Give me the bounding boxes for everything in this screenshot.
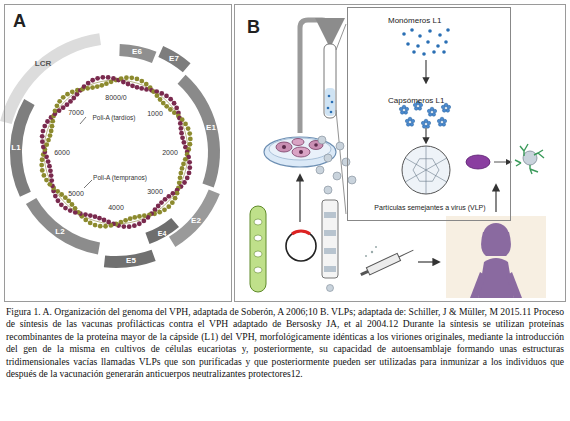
gene-band <box>104 250 156 268</box>
panel-letter: A <box>13 11 26 32</box>
gene-label: E2 <box>191 217 201 225</box>
gene-band <box>178 75 220 188</box>
position-number: 6000 <box>54 149 70 156</box>
stage-label: Monómeros L1 <box>388 16 441 25</box>
gene-label: E6 <box>132 48 142 56</box>
poly-a-label: Poli-A (tempranos) <box>93 175 147 182</box>
gene-label: LCR <box>35 60 51 68</box>
vlp-particle <box>402 146 450 194</box>
gene-label: L2 <box>55 228 64 236</box>
gene-band <box>26 198 100 254</box>
figure-caption: Figura 1. A. Organización del genoma del… <box>6 306 564 381</box>
poly-a-marks <box>80 117 92 188</box>
genome-ring <box>39 75 192 229</box>
gene-label: E4 <box>158 230 167 237</box>
position-number: 4000 <box>108 204 124 211</box>
gene-band <box>119 44 156 63</box>
position-number: 8000/0 <box>105 94 126 101</box>
process-illustration <box>250 20 546 298</box>
position-number: 2000 <box>162 149 178 156</box>
gene-bands <box>0 33 220 268</box>
gene-label: E7 <box>169 55 179 63</box>
panel-a: A <box>4 4 232 302</box>
gene-label: L1 <box>11 144 20 152</box>
gene-label: E5 <box>126 257 136 265</box>
panel-letter: B <box>247 17 260 38</box>
gene-band <box>158 46 190 72</box>
poly-a-label: Poli-A (tardíos) <box>93 115 136 122</box>
gene-band <box>0 33 101 124</box>
gene-label: E1 <box>206 124 216 132</box>
gene-band <box>169 189 220 247</box>
position-number: 3000 <box>147 188 163 195</box>
gene-band <box>145 218 179 244</box>
position-number: 1000 <box>147 110 163 117</box>
stage-label: Partículas semejantes a virus (VLP) <box>372 204 488 212</box>
stage-label: Capsómeros L1 <box>388 96 444 105</box>
gene-band <box>10 99 35 197</box>
inset-box: Monómeros L1 Capsómeros L1 Partículas seme… <box>347 7 511 221</box>
position-number: 7000 <box>68 109 84 116</box>
panel-b: B Monómeros L1 Capsómeros L1 Partículas sem… <box>234 4 566 302</box>
position-number: 5000 <box>68 190 84 197</box>
